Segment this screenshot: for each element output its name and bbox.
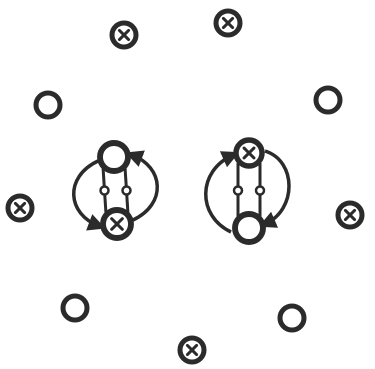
rotating-pair bbox=[74, 143, 158, 238]
rotation-arrow bbox=[265, 151, 289, 224]
crossed-circle-marker bbox=[180, 338, 204, 362]
outer-ring bbox=[8, 11, 362, 362]
open-circle-marker bbox=[316, 88, 340, 112]
open-circle-marker bbox=[63, 296, 87, 320]
open-circle-marker bbox=[36, 93, 60, 117]
rotation-arrow bbox=[206, 155, 233, 232]
connecting-rails bbox=[101, 167, 131, 214]
inner-pairs bbox=[74, 140, 289, 242]
crossed-circle-marker bbox=[103, 210, 131, 238]
open-circle-marker bbox=[100, 143, 128, 171]
open-circle-marker bbox=[235, 214, 263, 242]
crossed-circle-marker bbox=[236, 140, 262, 166]
crossed-circle-marker bbox=[8, 196, 32, 220]
open-circle-marker bbox=[280, 306, 304, 330]
connecting-rails bbox=[234, 163, 264, 218]
rotation-arrow bbox=[74, 161, 99, 226]
rotating-pair bbox=[206, 140, 289, 242]
rotation-arrow bbox=[132, 155, 157, 220]
crossed-circle-marker bbox=[216, 11, 240, 35]
crossed-circle-marker bbox=[338, 203, 362, 227]
crossed-circle-marker bbox=[112, 23, 136, 47]
